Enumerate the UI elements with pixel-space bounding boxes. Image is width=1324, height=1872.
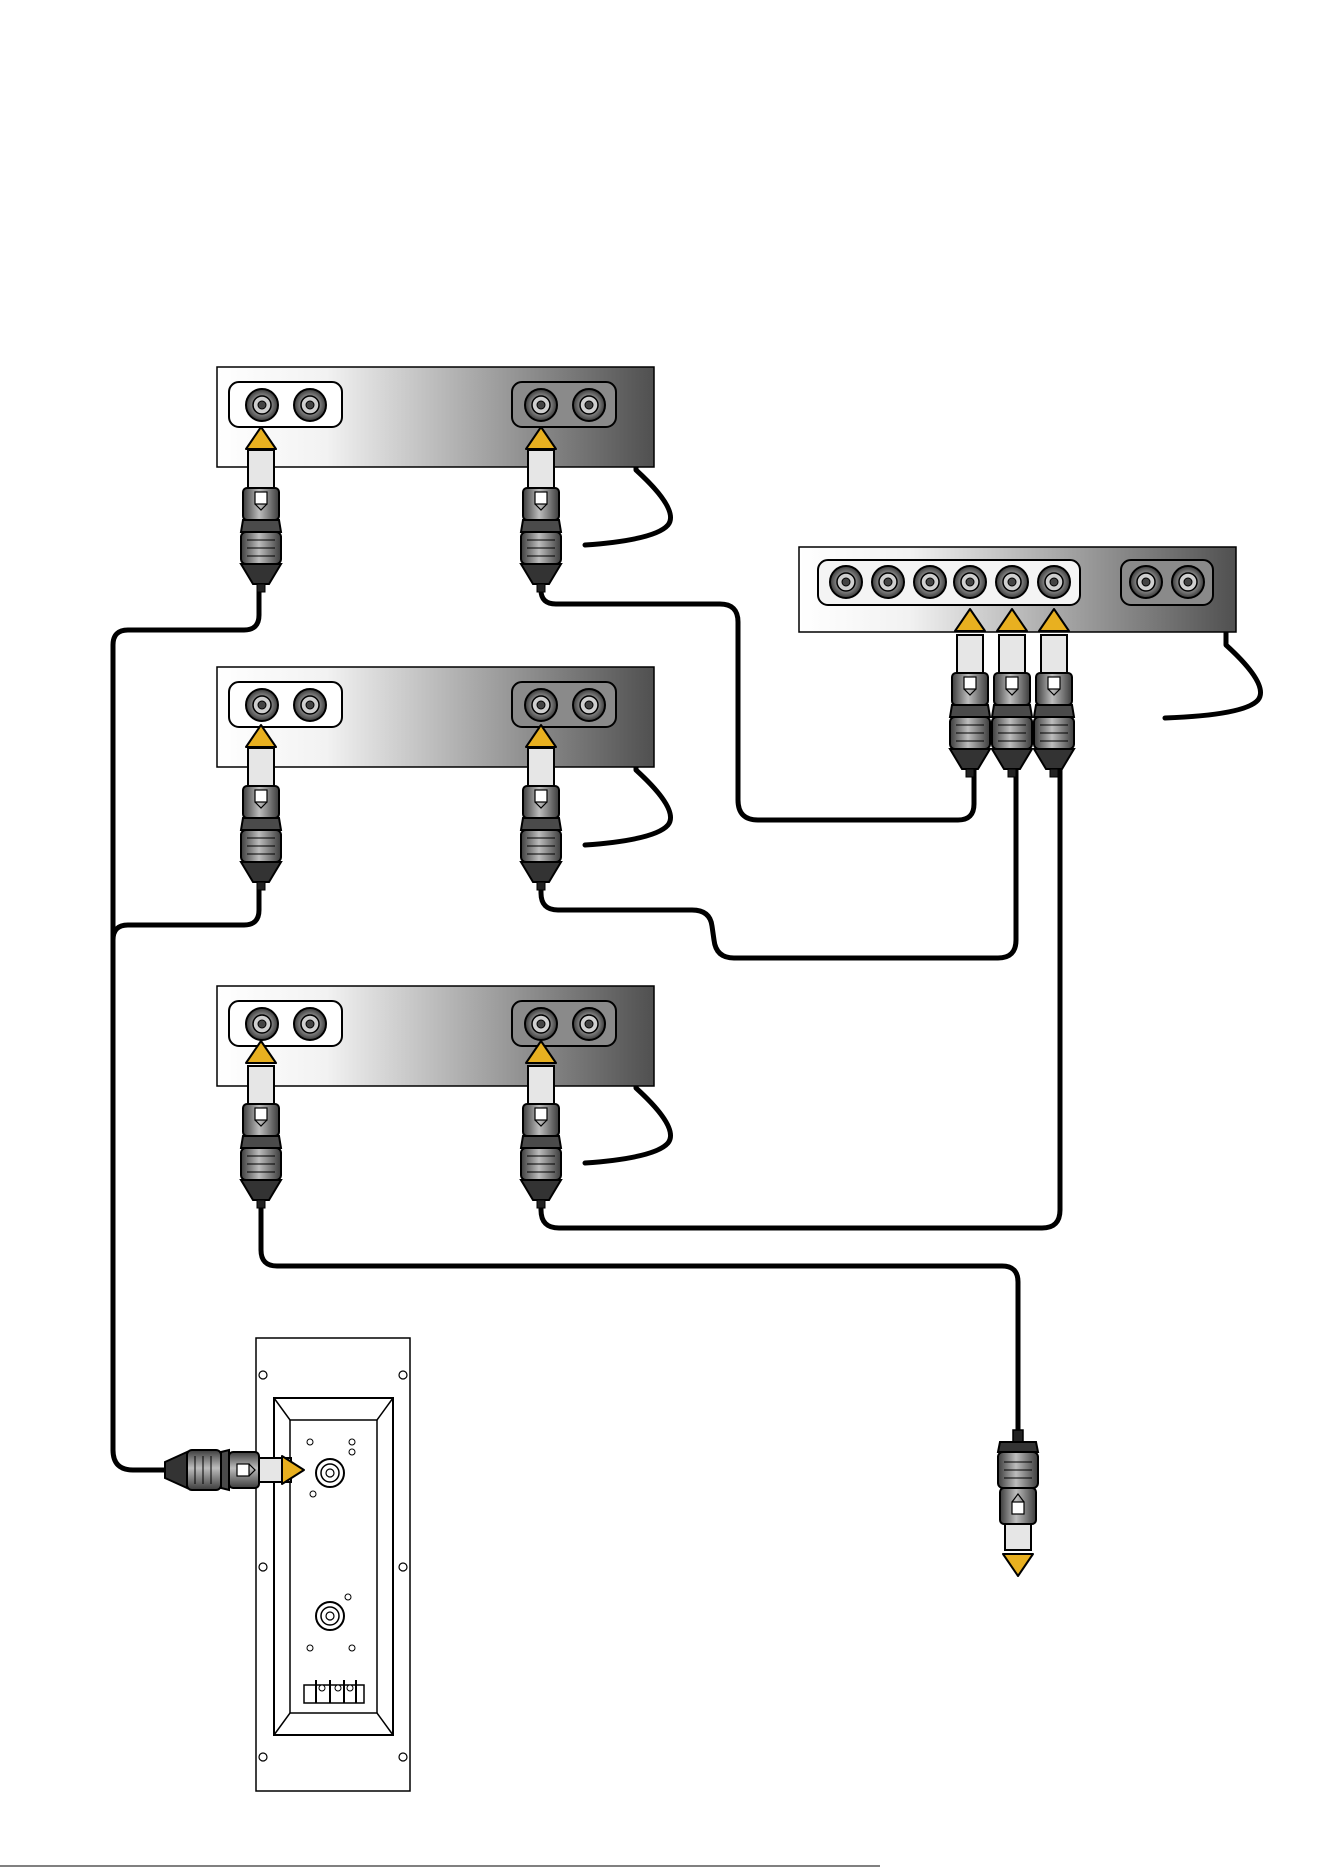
speaker-panel-3 bbox=[217, 986, 654, 1208]
loose-cable-end bbox=[998, 1430, 1038, 1576]
speaker-panel-1 bbox=[217, 367, 654, 592]
jack-socket[interactable] bbox=[996, 566, 1028, 598]
jack-socket[interactable] bbox=[294, 389, 326, 421]
jack-socket[interactable] bbox=[246, 1008, 278, 1040]
jack-socket[interactable] bbox=[573, 389, 605, 421]
cable-panel2-to-amp-out2 bbox=[541, 760, 1016, 958]
jack-socket[interactable] bbox=[914, 566, 946, 598]
jack-socket[interactable] bbox=[1172, 566, 1204, 598]
jack-socket[interactable] bbox=[246, 389, 278, 421]
jack-socket[interactable] bbox=[573, 1008, 605, 1040]
power-cord-amplifier bbox=[1165, 625, 1261, 718]
jack-socket[interactable] bbox=[1038, 566, 1070, 598]
speaker-plug[interactable] bbox=[992, 635, 1032, 777]
speaker-plug[interactable] bbox=[241, 1066, 281, 1208]
jack-socket[interactable] bbox=[872, 566, 904, 598]
jack-socket[interactable] bbox=[954, 566, 986, 598]
speaker-plug[interactable] bbox=[950, 635, 990, 777]
speaker-plug[interactable] bbox=[241, 450, 281, 592]
jack-socket[interactable] bbox=[830, 566, 862, 598]
speaker-plug[interactable] bbox=[1034, 635, 1074, 777]
amplifier-panel bbox=[799, 547, 1236, 777]
speaker-plug[interactable] bbox=[241, 748, 281, 890]
jack-socket[interactable] bbox=[525, 1008, 557, 1040]
cable-panel2-to-trunk bbox=[113, 868, 259, 1450]
speaker-plug[interactable] bbox=[521, 450, 561, 592]
jack-socket[interactable] bbox=[1130, 566, 1162, 598]
arrow-down-icon bbox=[1003, 1554, 1033, 1576]
jack-socket[interactable] bbox=[525, 689, 557, 721]
jack-socket[interactable] bbox=[246, 689, 278, 721]
jack-socket[interactable] bbox=[294, 1008, 326, 1040]
wall-plate bbox=[256, 1338, 410, 1791]
jack-socket[interactable] bbox=[573, 689, 605, 721]
jack-socket[interactable] bbox=[525, 389, 557, 421]
speaker-panel-2 bbox=[217, 667, 654, 890]
wall-plate-plug[interactable] bbox=[165, 1450, 304, 1490]
speaker-plug[interactable] bbox=[521, 748, 561, 890]
jack-socket[interactable] bbox=[294, 689, 326, 721]
speaker-plug[interactable] bbox=[521, 1066, 561, 1208]
